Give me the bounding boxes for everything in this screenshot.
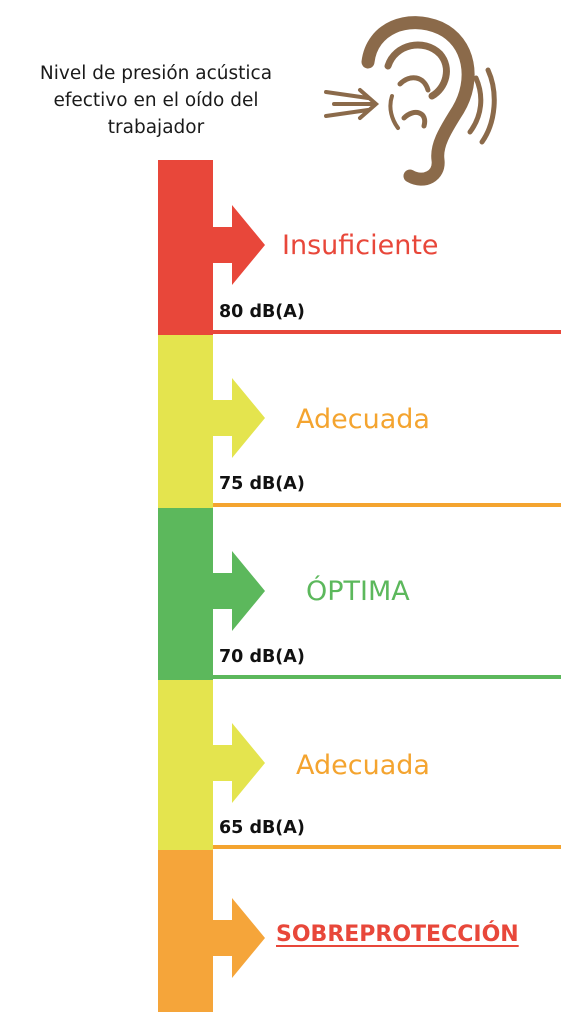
threshold-label-65: 65 dB(A) xyxy=(219,818,305,838)
header-label: Nivel de presión acústica efectivo en el… xyxy=(6,60,306,141)
threshold-line-75 xyxy=(213,503,561,507)
level-optima-bar xyxy=(158,508,265,680)
level-name-adecuada-lower: Adecuada xyxy=(296,750,430,781)
ear-icon xyxy=(324,16,497,186)
threshold-label-80: 80 dB(A) xyxy=(219,302,305,322)
level-name-sobreproteccion[interactable]: SOBREPROTECCIÓN xyxy=(276,922,519,947)
header-line-3: trabajador xyxy=(107,117,205,138)
header-line-1: Nivel de presión acústica xyxy=(39,63,273,84)
threshold-line-80 xyxy=(213,330,561,334)
threshold-line-70 xyxy=(213,675,561,679)
level-name-insuficiente: Insuficiente xyxy=(282,230,439,261)
threshold-line-65 xyxy=(213,845,561,849)
threshold-label-70: 70 dB(A) xyxy=(219,647,305,667)
level-name-adecuada-upper: Adecuada xyxy=(296,404,430,435)
level-insuficiente-bar xyxy=(158,160,265,335)
level-adecuada-lower-bar xyxy=(158,680,265,850)
threshold-label-75: 75 dB(A) xyxy=(219,474,305,494)
header-line-2: efectivo en el oído del xyxy=(53,90,259,111)
level-name-optima: ÓPTIMA xyxy=(306,576,410,607)
level-sobreproteccion-bar xyxy=(158,850,265,1012)
level-adecuada-upper-bar xyxy=(158,335,265,508)
